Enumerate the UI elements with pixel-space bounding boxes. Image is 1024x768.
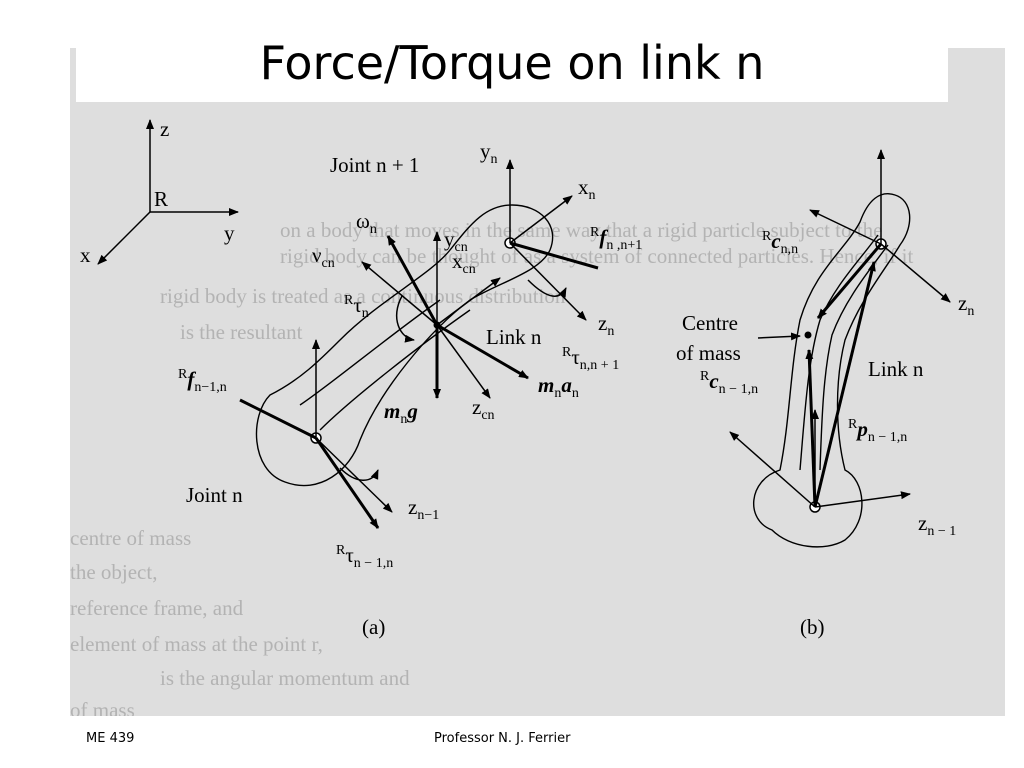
zn-label-b: zn [958, 291, 974, 319]
slide-title: Force/Torque on link n [259, 36, 765, 90]
xcn-label: xcn [452, 249, 476, 277]
force-f-prev-arrow [239, 398, 317, 440]
tau-prev-label: Rτn − 1,n [336, 543, 393, 571]
tau-n-label: Rτn [344, 293, 369, 321]
inertial-force-label: mnan [538, 373, 579, 401]
zn-1-axis-b [814, 491, 911, 508]
yn-label: yn [480, 139, 498, 167]
vector-c-nn [816, 243, 883, 319]
c-prev-label: Rcn − 1,n [700, 369, 758, 397]
frame-z-label: z [160, 117, 169, 141]
frame-x-label: x [80, 243, 91, 267]
zcn-label: zcn [472, 395, 495, 423]
scanned-figure-background: on a body that moves in the same way tha… [70, 48, 1005, 716]
axis-xcn-arrow [436, 277, 501, 326]
lower-x-axis-b [729, 431, 816, 508]
ghost-text-line-2: rigid body can be thought of as a system… [280, 244, 914, 268]
joint-n-label: Joint n [186, 483, 243, 507]
centre-of-mass-b [804, 331, 812, 339]
nu-arrow [361, 261, 438, 326]
force-f-n-next-arrow [509, 241, 599, 270]
omega-label: ωn [356, 209, 377, 237]
ghost-text-line-6: reference frame, and [70, 596, 244, 620]
upper-x-axis-b [809, 209, 882, 245]
vector-c-prev [805, 349, 817, 508]
caption-a: (a) [362, 615, 385, 639]
tau-next-label: Rτn,n + 1 [562, 345, 619, 373]
c-nn-label: Rcn,n [762, 229, 798, 257]
caption-b: (b) [800, 615, 825, 639]
centre-of-mass-pointer [757, 332, 801, 341]
ghost-text-line-4: is the resultant [180, 320, 303, 344]
xn-label: xn [578, 175, 596, 203]
zn-1-label-a: zn−1 [408, 495, 439, 523]
axis-xn-arrow [509, 195, 573, 244]
link-n-label-b: Link n [868, 357, 924, 381]
ghost-text-line-3: rigid body is treated as a continuous di… [160, 284, 566, 308]
centre-of-mass-label-2: of mass [676, 341, 741, 365]
omega-arrow [386, 235, 439, 326]
f-next-label: Rfn ,n+1 [590, 225, 642, 253]
zn-axis-b [880, 243, 951, 303]
ghost-text-line-5: the object, [70, 560, 158, 584]
ghost-text-line-7: element of mass at the point r, [70, 632, 323, 656]
axis-zn-1-arrow [315, 437, 393, 513]
footer-author: Professor N. J. Ferrier [434, 731, 571, 746]
zn-label-a: zn [598, 311, 614, 339]
title-band [76, 40, 948, 102]
footer-course-code: ME 439 [86, 731, 135, 746]
torque-tau-next-arc [527, 279, 567, 298]
torque-tau-prev-arc [339, 467, 379, 481]
nu-label: νcn [312, 243, 335, 271]
ghost-text-line-1: on a body that moves in the same way tha… [280, 218, 883, 242]
frame-y-label: y [224, 221, 235, 245]
f-prev-label: Rfn−1,n [178, 367, 227, 395]
ghost-text-line-9: centre of mass [70, 526, 192, 550]
ycn-label: ycn [444, 227, 468, 255]
vector-p-prev [813, 261, 876, 508]
p-prev-label: Rpn − 1,n [848, 417, 907, 445]
torque-tau-n-arc [396, 295, 415, 343]
joint-n-plus-1-label: Joint n + 1 [330, 153, 419, 177]
centre-of-mass-label-1: Centre [682, 311, 738, 335]
reference-frame: z y x R [80, 117, 239, 267]
frame-x-axis [97, 211, 151, 265]
ghost-text-line-10: of mass [70, 698, 135, 716]
ghost-text-line-8: is the angular momentum and [160, 666, 410, 690]
torque-tau-prev-arrow [314, 437, 380, 529]
link-n-label-a: Link n [486, 325, 542, 349]
axis-zn-arrow [509, 242, 587, 321]
axis-zcn-arrow [436, 324, 491, 399]
zn-1-label-b: zn − 1 [918, 511, 956, 539]
inertial-force-arrow [436, 323, 529, 380]
gravity-label: mng [384, 399, 418, 427]
frame-origin-label: R [154, 187, 168, 211]
